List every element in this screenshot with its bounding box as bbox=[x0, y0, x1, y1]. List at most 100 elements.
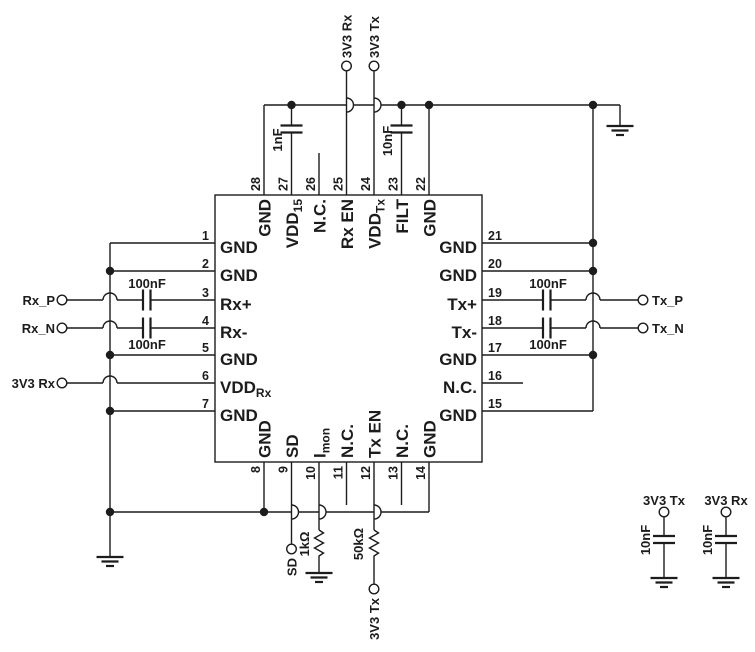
capacitor-10nf-filt-value: 10nF bbox=[380, 126, 395, 156]
pin-4-label-text: Rx- bbox=[220, 323, 247, 342]
pin-22-number-text: 22 bbox=[414, 177, 428, 191]
resistor-1k-value-text: 1kΩ bbox=[297, 532, 312, 557]
terminal-rx-n-label: Rx_N bbox=[22, 321, 55, 336]
pin-6-label-text: VDD bbox=[220, 378, 256, 397]
capacitor-10nf-filt bbox=[390, 124, 413, 134]
terminal-tx-n-circle bbox=[637, 322, 649, 334]
pin-28-label-text: GND bbox=[256, 199, 275, 237]
capacitor-100nf-rxp bbox=[141, 289, 152, 311]
pin-27-label-text: VDD bbox=[283, 212, 302, 248]
pin-28-number: 28 bbox=[249, 177, 263, 191]
capacitor-100nf-txp bbox=[541, 289, 552, 311]
capacitor-100nf-rxn-value: 100nF bbox=[128, 337, 166, 352]
pin-20-number: 20 bbox=[488, 257, 502, 271]
terminal-sd-label: SD bbox=[285, 558, 300, 576]
pin-27-label-subscript: 15 bbox=[291, 199, 305, 213]
pin-17-number: 17 bbox=[488, 341, 502, 355]
junction-dot bbox=[105, 350, 115, 360]
pin-18-number-text: 18 bbox=[488, 314, 502, 328]
capacitor-1nf-value-text: 1nF bbox=[270, 128, 285, 151]
pin-15-number: 15 bbox=[488, 397, 502, 411]
terminal-3v3-rx-top-label-text: 3V3 Rx bbox=[340, 14, 355, 58]
ground-left-bus bbox=[96, 555, 124, 568]
terminal-3v3-tx-cap-circle bbox=[658, 506, 670, 518]
terminal-rx-p-label-text: Rx_P bbox=[22, 293, 55, 308]
terminal-rx-p-circle bbox=[56, 294, 68, 306]
pin-2-label: GND bbox=[220, 266, 258, 285]
capacitor-100nf-txn-value-text: 100nF bbox=[529, 337, 567, 352]
pin-14-label: GND bbox=[421, 420, 440, 458]
pin-28-number-text: 28 bbox=[249, 177, 263, 191]
wire-hop-arc bbox=[102, 320, 118, 329]
pin-24-label: VDDTx bbox=[366, 199, 388, 249]
pin-27-label: VDD15 bbox=[283, 199, 305, 249]
pin-12-number: 12 bbox=[359, 466, 373, 480]
terminal-tx-p-circle bbox=[637, 294, 649, 306]
pin-3-label-text: Rx+ bbox=[220, 295, 252, 314]
junction-dot bbox=[588, 266, 598, 276]
pin-2-number-text: 2 bbox=[202, 257, 209, 271]
pin-5-number-text: 5 bbox=[202, 341, 209, 355]
pin-23-label: FILT bbox=[393, 198, 412, 233]
pin-18-label-text: Tx- bbox=[452, 323, 478, 342]
pin-19-label: Tx+ bbox=[447, 295, 477, 314]
terminal-3v3-rx-left-label: 3V3 Rx bbox=[12, 376, 56, 391]
pin-15-label-text: GND bbox=[439, 406, 477, 425]
pin-27-number-text: 27 bbox=[277, 177, 291, 191]
capacitor-1nf bbox=[280, 124, 303, 134]
pin-17-label-text: GND bbox=[439, 350, 477, 369]
pin-12-label: Tx EN bbox=[366, 410, 385, 458]
capacitor-100nf-rxp-value: 100nF bbox=[128, 276, 166, 291]
pin-11-number: 11 bbox=[332, 466, 346, 479]
ground-cap-3v3tx bbox=[650, 576, 678, 589]
pin-28-label: GND bbox=[256, 199, 275, 237]
pin-20-label: GND bbox=[439, 266, 477, 285]
terminal-3v3-rx-cap-label-text: 3V3 Rx bbox=[704, 493, 748, 508]
terminal-tx-p-label: Tx_P bbox=[652, 293, 683, 308]
terminal-tx-n-label-text: Tx_N bbox=[652, 321, 684, 336]
pin-6-number-text: 6 bbox=[202, 369, 209, 383]
pin-3-number: 3 bbox=[202, 286, 209, 300]
capacitor-10nf-3v3tx bbox=[653, 534, 675, 545]
junction-dot bbox=[259, 507, 269, 517]
terminal-3v3-rx-cap-circle bbox=[720, 506, 732, 518]
terminal-tx-n-label: Tx_N bbox=[652, 321, 684, 336]
pin-24-label-subscript: Tx bbox=[374, 199, 388, 213]
pin-19-label-text: Tx+ bbox=[447, 295, 477, 314]
capacitor-100nf-txn-value: 100nF bbox=[529, 337, 567, 352]
pin-21-number-text: 21 bbox=[488, 229, 502, 243]
pin-1-label-text: GND bbox=[220, 238, 258, 257]
pin-12-label-text: Tx EN bbox=[366, 410, 385, 458]
pin-19-number: 19 bbox=[488, 286, 502, 300]
pin-6-number: 6 bbox=[202, 369, 209, 383]
pin-4-number-text: 4 bbox=[202, 314, 209, 328]
terminal-3v3-rx-left-label-text: 3V3 Rx bbox=[12, 376, 56, 391]
terminal-3v3-rx-cap-label: 3V3 Rx bbox=[704, 493, 748, 508]
pin-22-label-text: GND bbox=[421, 199, 440, 237]
pin-13-number-text: 13 bbox=[387, 466, 401, 480]
terminal-3v3-tx-top-label-text: 3V3 Tx bbox=[367, 15, 382, 58]
terminal-3v3-tx-bottom-circle bbox=[368, 583, 380, 595]
ground-top-right bbox=[606, 124, 634, 137]
pin-12-number-text: 12 bbox=[359, 466, 373, 480]
wire-hop-arc bbox=[585, 320, 601, 329]
terminal-3v3-rx-top-circle bbox=[341, 60, 353, 72]
capacitor-1nf-value: 1nF bbox=[270, 128, 285, 151]
pin-1-number-text: 1 bbox=[202, 229, 209, 243]
capacitor-100nf-rxp-value-text: 100nF bbox=[128, 276, 166, 291]
capacitor-10nf-3v3tx-value: 10nF bbox=[638, 525, 653, 555]
pin-6-label-subscript: Rx bbox=[256, 386, 272, 400]
pin-10-label-subscript: mon bbox=[319, 428, 333, 453]
pin-10-label-text: I bbox=[311, 453, 330, 458]
pin-24-number: 24 bbox=[359, 177, 373, 191]
pin-13-label: N.C. bbox=[393, 424, 412, 458]
terminal-3v3-tx-cap-label-text: 3V3 Tx bbox=[643, 493, 686, 508]
pin-9-number-text: 9 bbox=[277, 466, 291, 473]
pin-21-label-text: GND bbox=[439, 238, 477, 257]
pin-2-number: 2 bbox=[202, 257, 209, 271]
terminal-rx-p-label: Rx_P bbox=[22, 293, 55, 308]
pin-16-number: 16 bbox=[488, 369, 502, 383]
wire-hop-arc bbox=[585, 292, 601, 301]
capacitor-10nf-3v3rx bbox=[715, 534, 737, 545]
pin-24-number-text: 24 bbox=[359, 177, 373, 191]
